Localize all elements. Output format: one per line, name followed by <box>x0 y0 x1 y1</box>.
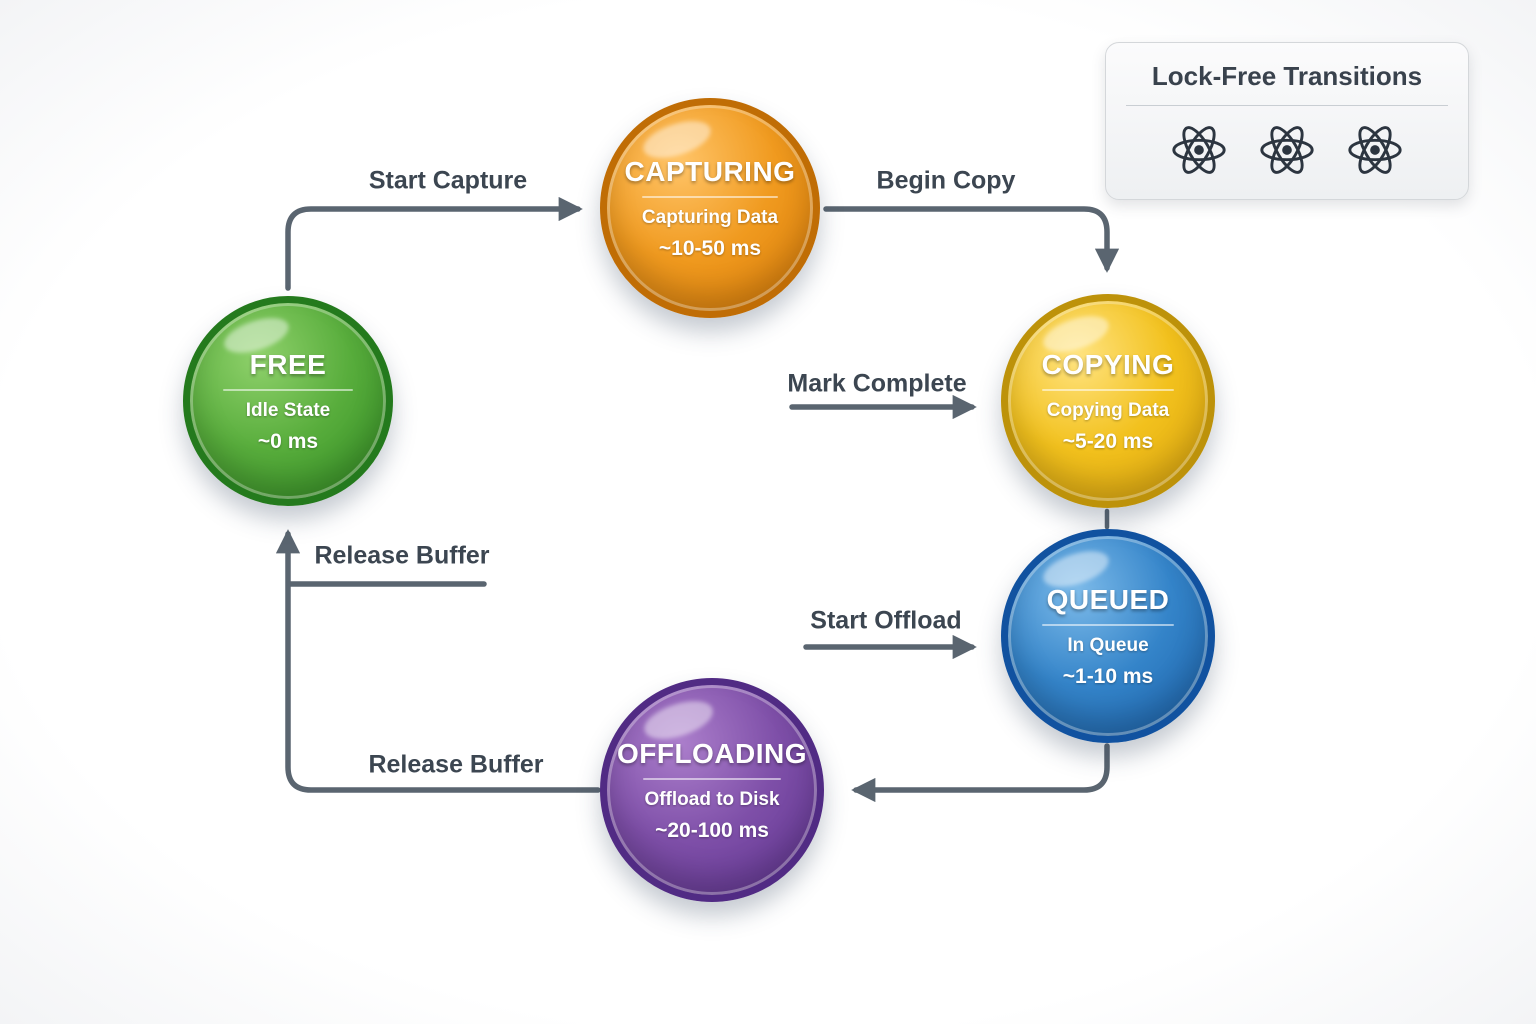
state-divider <box>642 195 778 198</box>
state-divider <box>642 777 782 780</box>
state-copying-subtitle: Copying Data <box>1046 399 1170 421</box>
state-copying: COPYING Copying Data ~5-20 ms <box>1001 294 1215 508</box>
legend-icons-row <box>1106 119 1468 186</box>
transition-label-release-buffer-bottom: Release Buffer <box>368 750 544 779</box>
state-queued-duration: ~1-10 ms <box>1062 664 1154 688</box>
transition-label-release-buffer-top: Release Buffer <box>314 541 490 570</box>
state-offloading: OFFLOADING Offload to Disk ~20-100 ms <box>600 678 824 902</box>
state-queued: QUEUED In Queue ~1-10 ms <box>1001 529 1215 743</box>
transition-label-mark-complete: Mark Complete <box>787 369 967 398</box>
state-divider <box>223 388 353 391</box>
state-copying-name: COPYING <box>1041 348 1175 380</box>
state-offloading-subtitle: Offload to Disk <box>644 788 780 810</box>
state-queued-name: QUEUED <box>1046 583 1170 615</box>
legend-lock-free-transitions: Lock-Free Transitions <box>1105 42 1469 200</box>
state-copying-duration: ~5-20 ms <box>1062 429 1154 453</box>
arrow-queued-to-offloading <box>851 743 1110 803</box>
state-capturing: CAPTURING Capturing Data ~10-50 ms <box>600 98 820 318</box>
transition-label-start-capture: Start Capture <box>368 166 528 195</box>
transition-label-start-offload: Start Offload <box>810 606 962 635</box>
state-capturing-duration: ~10-50 ms <box>658 236 762 260</box>
atom-icon <box>1344 119 1406 186</box>
state-queued-subtitle: In Queue <box>1067 634 1149 656</box>
state-divider <box>1042 623 1174 626</box>
state-free-name: FREE <box>249 348 327 380</box>
state-offloading-duration: ~20-100 ms <box>655 818 769 842</box>
atom-icon <box>1168 119 1230 186</box>
state-free-duration: ~0 ms <box>257 429 319 453</box>
arrow-capturing-to-copying <box>823 206 1120 273</box>
state-divider <box>1042 388 1174 391</box>
arrow-free-to-capturing <box>285 196 583 291</box>
legend-title: Lock-Free Transitions <box>1151 61 1423 91</box>
state-free-subtitle: Idle State <box>245 399 331 421</box>
state-capturing-name: CAPTURING <box>624 155 796 187</box>
state-free: FREE Idle State ~0 ms <box>183 296 393 506</box>
state-capturing-subtitle: Capturing Data <box>641 206 779 228</box>
atom-icon <box>1256 119 1318 186</box>
state-offloading-name: OFFLOADING <box>616 737 808 769</box>
legend-divider <box>1126 105 1448 106</box>
transition-label-begin-copy: Begin Copy <box>876 166 1016 195</box>
